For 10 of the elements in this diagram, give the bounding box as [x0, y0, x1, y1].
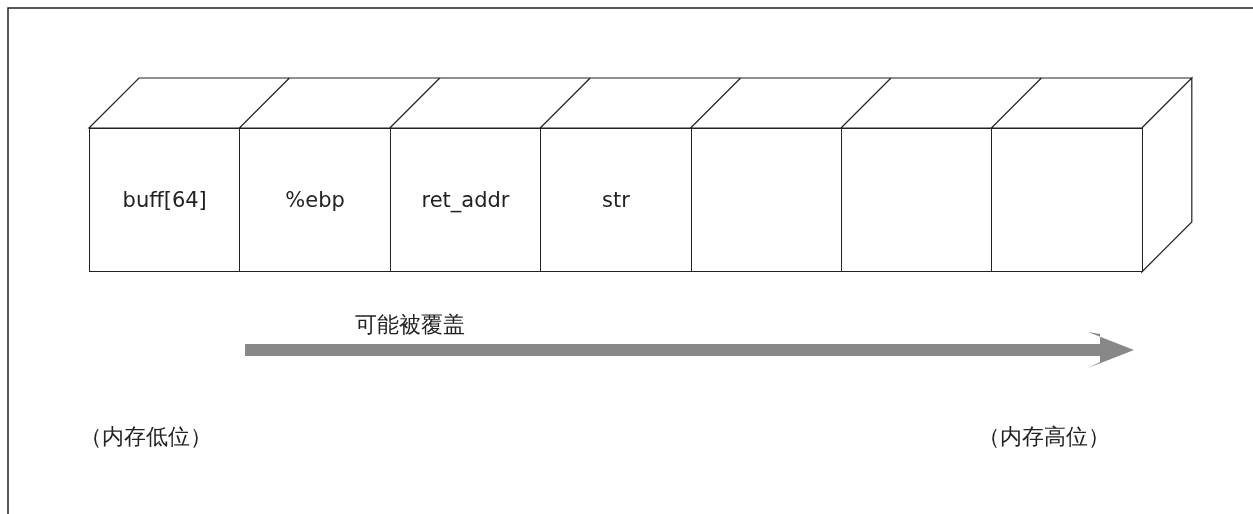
memory-cell: [991, 128, 1143, 272]
memory-cell: str: [540, 128, 692, 272]
memory-cell: %ebp: [239, 128, 391, 272]
memory-cell: ret_addr: [389, 128, 542, 272]
address-note: （内存低位）: [80, 423, 212, 451]
memory-cell: buff[64]: [89, 128, 241, 272]
memory-cell: [841, 128, 993, 272]
memory-cell: [690, 128, 842, 272]
arrow-label: 可能被覆盖: [355, 311, 465, 339]
address-note: （内存高位）: [978, 423, 1110, 451]
